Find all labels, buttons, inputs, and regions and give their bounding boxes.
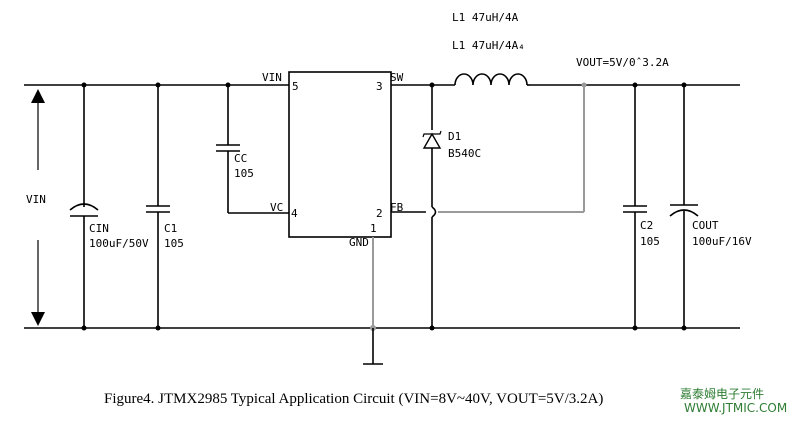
c2-capacitor: [623, 82, 647, 331]
c1-value: 105: [164, 237, 184, 250]
inductor-label: L1 47uH/4A₄: [452, 39, 525, 52]
pin5-number: 5: [292, 80, 299, 93]
cc-ref: CC: [234, 152, 247, 165]
c1-ref: C1: [164, 222, 177, 235]
d1-ref: D1: [448, 130, 461, 143]
cout-ref: COUT: [692, 219, 719, 232]
d1-value: B540C: [448, 147, 481, 160]
fb-feedback-wire: [391, 82, 587, 213]
cin-value: 100uF/50V: [89, 237, 149, 250]
cin-capacitor: [69, 82, 99, 331]
pin-vc-label: VC: [270, 201, 283, 214]
pin-gnd-label: GND: [349, 236, 369, 249]
l1-inductor: [454, 73, 530, 86]
cc-capacitor: [216, 82, 289, 214]
c1-capacitor: [146, 82, 170, 331]
pin1-number: 1: [370, 222, 377, 235]
vin-side-label: VIN: [26, 193, 46, 206]
pin-vin-label: VIN: [262, 71, 282, 84]
pin4-number: 4: [291, 207, 298, 220]
cc-value: 105: [234, 167, 254, 180]
pin-fb-label: FB: [390, 201, 404, 214]
c2-value: 105: [640, 235, 660, 248]
pin-sw-label: SW: [390, 71, 404, 84]
vin-arrow-down: [31, 240, 45, 326]
pin3-number: 3: [376, 80, 383, 93]
cout-capacitor: [669, 82, 699, 331]
pin2-number: 2: [376, 207, 383, 220]
inductor-label-top: L1 47uH/4A: [452, 11, 519, 24]
figure-caption: Figure4. JTMX2985 Typical Application Ci…: [104, 391, 603, 407]
watermark-url: WWW.JTMIC.COM: [684, 401, 787, 415]
ic-ground-trace: [363, 237, 383, 365]
d1-diode: [422, 82, 442, 331]
watermark-chinese: 嘉泰姆电子元件: [680, 387, 764, 401]
vin-arrow-up: [31, 89, 45, 170]
cin-ref: CIN: [89, 222, 109, 235]
vout-label: VOUT=5V/0ˆ3.2A: [576, 56, 669, 69]
c2-ref: C2: [640, 219, 653, 232]
cout-value: 100uF/16V: [692, 235, 752, 248]
ic-body: [288, 71, 392, 238]
